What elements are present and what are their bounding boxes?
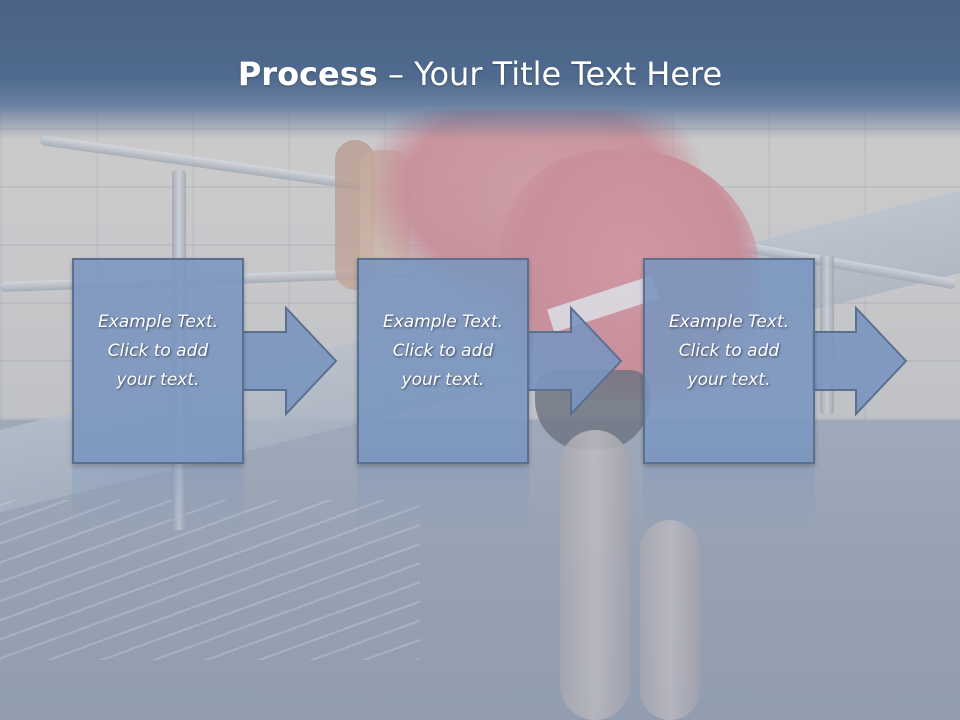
arrow-right-icon [527,306,623,416]
leg [640,520,700,720]
slide-title[interactable]: Process – Your Title Text Here [0,52,960,96]
process-step-3[interactable]: Example Text. Click to add your text. [643,258,815,464]
process-step-1[interactable]: Example Text. Click to add your text. [72,258,244,464]
step-text: Example Text. Click to add your text. [668,311,790,390]
title-rest: – Your Title Text Here [377,55,723,93]
arrow-right-icon [242,306,338,416]
title-band [0,0,960,140]
box-reflection [643,466,815,536]
step-text: Example Text. Click to add your text. [97,311,219,390]
box-reflection [72,466,244,536]
process-step-2[interactable]: Example Text. Click to add your text. [357,258,529,464]
step-text: Example Text. Click to add your text. [382,311,504,390]
floor-lines [0,500,420,660]
title-bold-part: Process [237,55,378,93]
box-reflection [357,466,529,536]
leg [560,430,630,720]
arrow-right-icon [812,306,908,416]
